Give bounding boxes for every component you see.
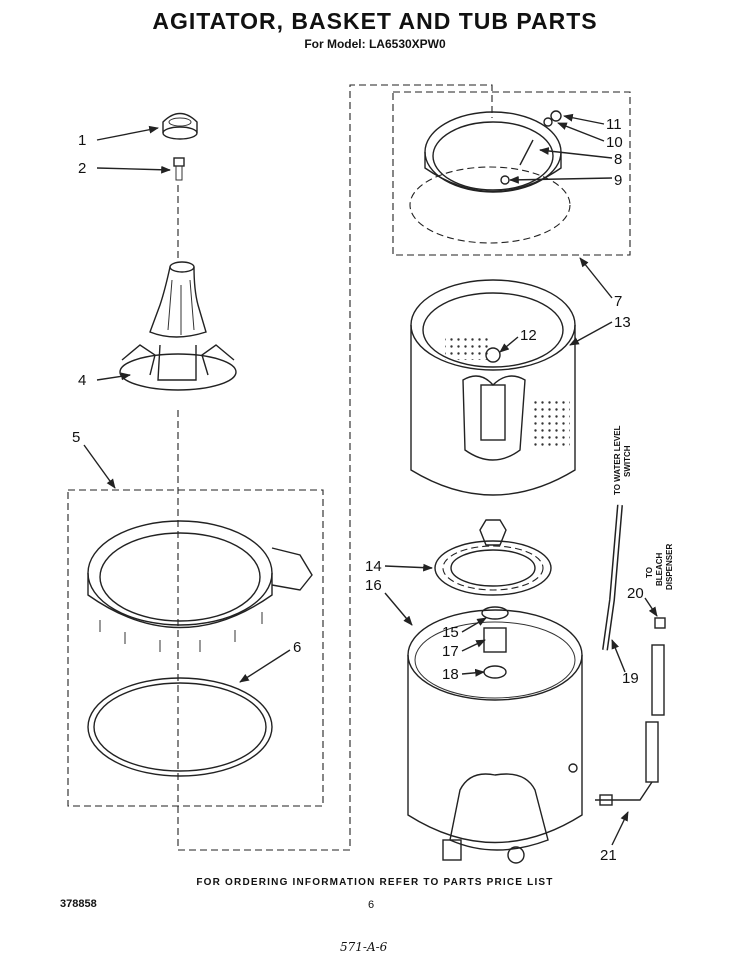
callout-9: 9: [614, 172, 622, 189]
callout-4: 4: [78, 372, 86, 389]
part-agitator: [119, 261, 237, 391]
callout-15: 15: [442, 624, 459, 641]
part-bleach-tube: [595, 617, 666, 806]
water-level-switch-label: TO WATER LEVEL SWITCH: [613, 425, 632, 495]
part-basket-ring: [87, 520, 313, 652]
callout-6: 6: [293, 639, 301, 656]
part-5-assembly-box: [67, 489, 324, 807]
part-7-assembly-box: [392, 91, 631, 256]
callout-7: 7: [614, 293, 622, 310]
page-number: 6: [368, 899, 375, 911]
part-drive-hub: [434, 519, 552, 596]
part-wash-basket: [410, 279, 576, 496]
callout-14: 14: [365, 558, 382, 575]
callout-12: 12: [520, 327, 537, 344]
svg-text:BLEACH: BLEACH: [655, 552, 664, 586]
callout-13: 13: [614, 314, 631, 331]
part-hub-stack: [481, 606, 509, 679]
callout-19: 19: [622, 670, 639, 687]
callout-8: 8: [614, 151, 622, 168]
callout-10: 10: [606, 134, 623, 151]
model-subtitle: For Model: LA6530XPW0: [304, 37, 446, 51]
svg-text:TO WATER LEVEL: TO WATER LEVEL: [613, 425, 622, 495]
part-outer-tub: [407, 609, 583, 864]
part-water-level-hose: [602, 504, 623, 651]
svg-text:DISPENSER: DISPENSER: [665, 544, 674, 590]
svg-text:TO: TO: [645, 567, 654, 578]
part-agitator-bolt: [173, 157, 185, 181]
callout-20: 20: [627, 585, 644, 602]
part-ring-seal: [87, 677, 273, 777]
callout-1: 1: [78, 132, 86, 149]
document-number: 378858: [60, 898, 97, 910]
callout-17: 17: [442, 643, 459, 660]
callout-18: 18: [442, 666, 459, 683]
ordering-info-note: FOR ORDERING INFORMATION REFER TO PARTS …: [196, 877, 554, 888]
part-agitator-cap: [162, 112, 198, 140]
handwritten-note: 571-A-6: [340, 940, 388, 954]
assembly-center-lines: [177, 84, 493, 851]
callout-5: 5: [72, 429, 80, 446]
callout-16: 16: [365, 577, 382, 594]
svg-text:SWITCH: SWITCH: [623, 445, 632, 477]
leader-lines: [83, 113, 658, 846]
callout-2: 2: [78, 160, 86, 177]
callout-11: 11: [606, 116, 622, 133]
bleach-dispenser-label: TO BLEACH DISPENSER: [645, 544, 674, 590]
part-tub-ring: [409, 110, 571, 244]
page-title: AGITATOR, BASKET AND TUB PARTS: [152, 8, 598, 34]
callout-21: 21: [600, 847, 617, 864]
